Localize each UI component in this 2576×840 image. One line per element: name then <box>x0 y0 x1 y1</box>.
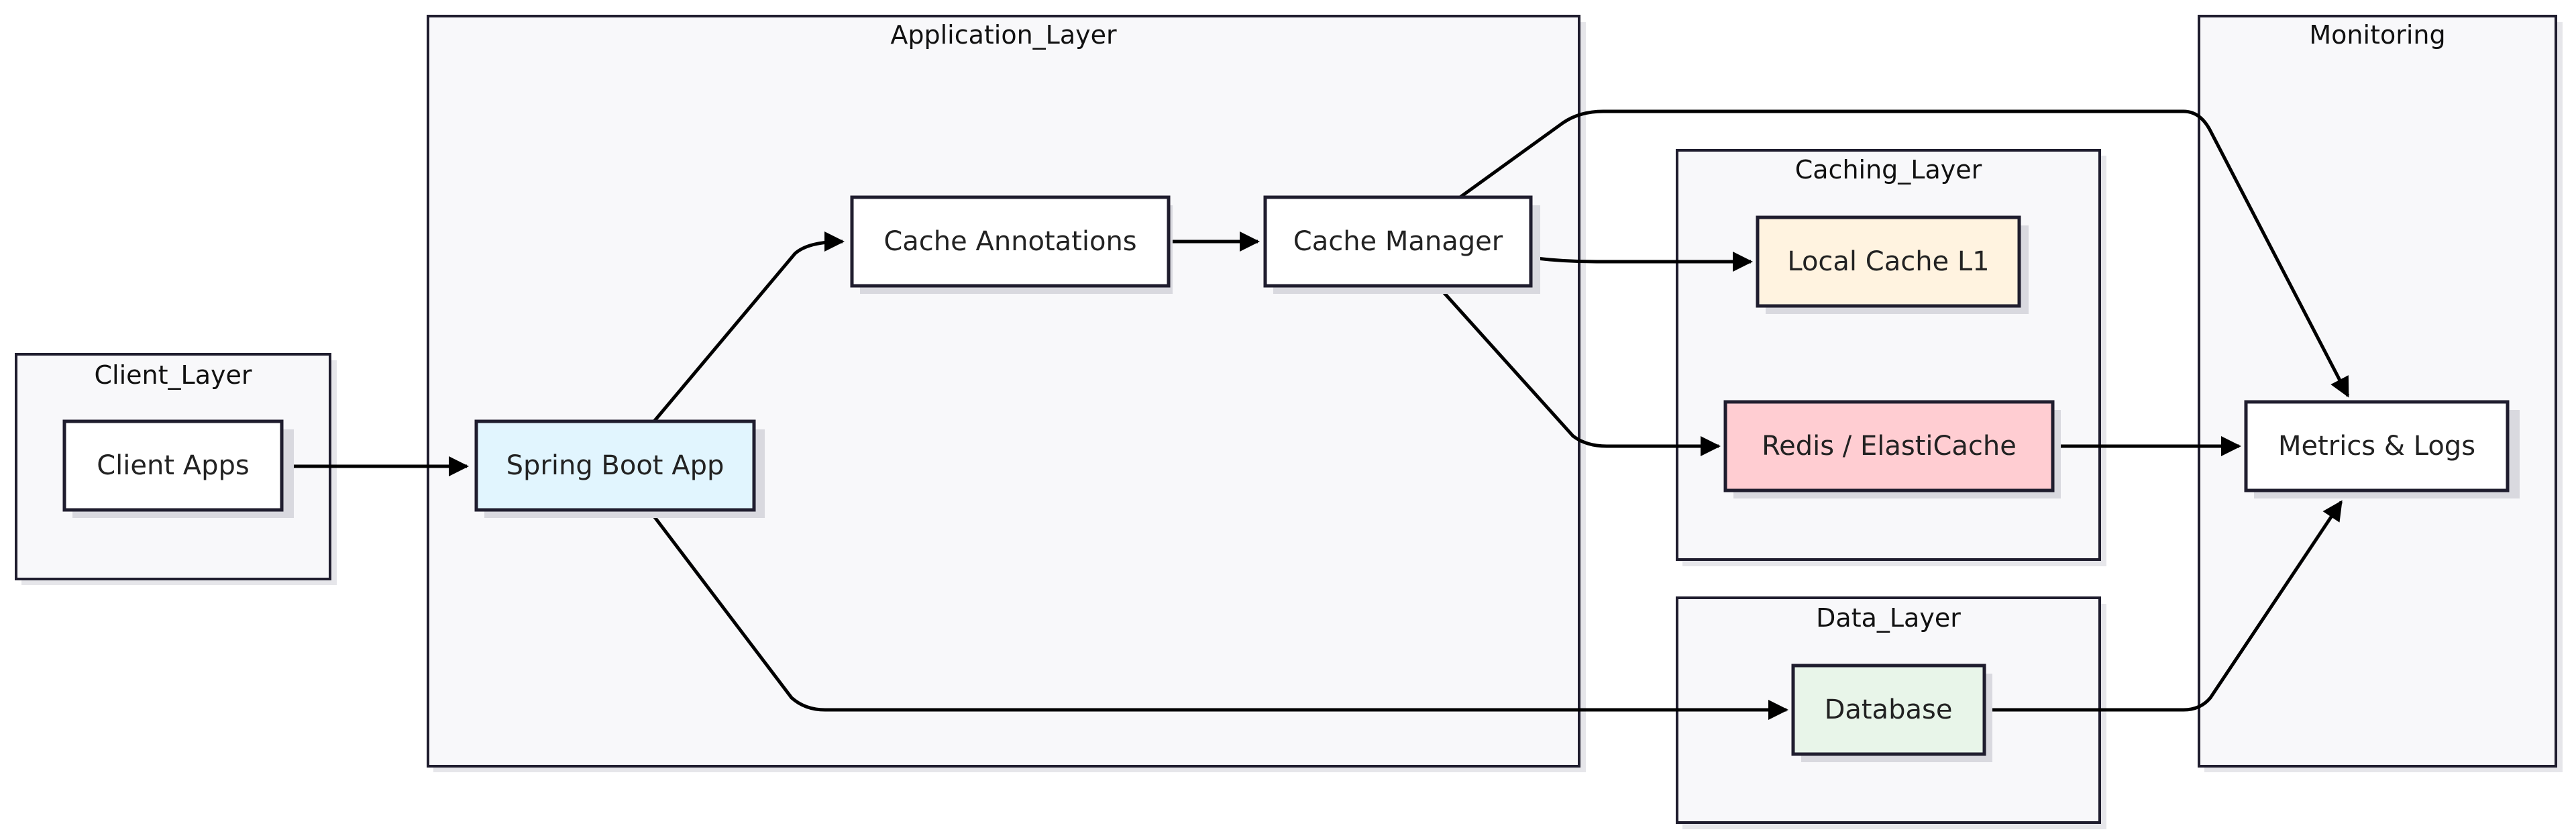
node-spring-boot-app: Spring Boot App <box>474 419 765 518</box>
node-redis-label: Redis / ElastiCache <box>1762 431 2017 462</box>
edge-spring-boot-app-to-database <box>649 511 1788 720</box>
node-database: Database <box>1791 664 1992 762</box>
cluster-caching-layer-label: Caching_Layer <box>1795 155 1982 185</box>
node-metrics-logs-label: Metrics & Logs <box>2278 431 2475 462</box>
node-spring-boot-app-label: Spring Boot App <box>506 450 724 481</box>
node-client-apps-label: Client Apps <box>97 450 250 481</box>
node-client-apps: Client Apps <box>62 419 294 518</box>
node-metrics-logs: Metrics & Logs <box>2244 400 2520 498</box>
cluster-monitoring: Monitoring <box>2198 15 2563 772</box>
cluster-data-layer-label: Data_Layer <box>1816 603 1961 633</box>
edge-database-to-metrics <box>1984 500 2343 712</box>
edge-cache-manager-to-redis <box>1438 286 1721 456</box>
node-cache-annotations: Cache Annotations <box>850 195 1173 294</box>
cluster-application-layer-label: Application_Layer <box>890 20 1117 50</box>
node-local-cache-label: Local Cache L1 <box>1787 246 1989 277</box>
node-redis: Redis / ElastiCache <box>1723 400 2061 498</box>
cluster-monitoring-label: Monitoring <box>2309 20 2445 50</box>
edge-cache-manager-to-metrics <box>1458 109 2350 398</box>
edges <box>282 109 2350 720</box>
edge-spring-boot-app-to-cache-annotations <box>653 231 845 423</box>
cluster-caching-layer: Caching_Layer <box>1676 149 2106 566</box>
node-database-label: Database <box>1825 694 1953 725</box>
node-cache-manager: Cache Manager <box>1263 195 1540 294</box>
node-cache-annotations-label: Cache Annotations <box>883 226 1136 257</box>
cluster-client-layer-label: Client_Layer <box>95 360 252 390</box>
node-local-cache: Local Cache L1 <box>1756 215 2029 314</box>
cluster-application-layer: Application_Layer <box>427 15 1586 772</box>
node-cache-manager-label: Cache Manager <box>1293 226 1503 257</box>
